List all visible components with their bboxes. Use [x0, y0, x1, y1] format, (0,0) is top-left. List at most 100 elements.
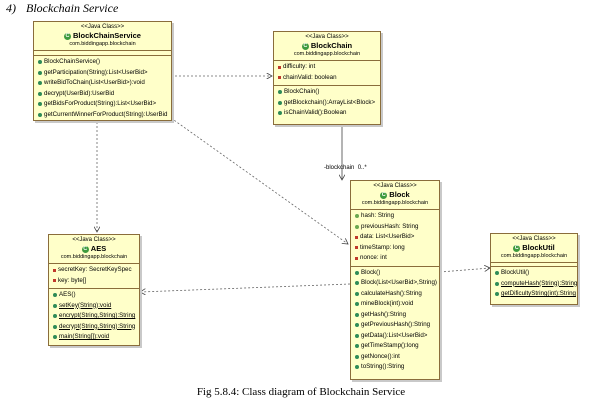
- fields-section: hash: String previousHash: String data: …: [351, 210, 439, 267]
- package-name: com.biddingapp.blockchain: [293, 51, 361, 57]
- method-icon: [495, 271, 499, 276]
- method-icon: [355, 354, 359, 359]
- private-field-icon: [278, 76, 281, 80]
- method-item[interactable]: computeHash(String):String: [491, 279, 577, 290]
- method-item[interactable]: getData():List<UserBid>: [351, 331, 439, 342]
- methods-section: BlockChain() getBlockchain():ArrayList<B…: [274, 86, 380, 121]
- field-item[interactable]: chainValid: boolean: [274, 73, 380, 84]
- class-icon: C: [301, 42, 309, 50]
- package-name: com.biddingapp.blockchain: [69, 41, 136, 47]
- method-icon: [38, 70, 42, 75]
- field-item[interactable]: key: byte[]: [49, 276, 139, 287]
- static-field-icon: [53, 268, 56, 272]
- package-name: com.biddingapp.blockchain: [500, 253, 568, 259]
- field-item[interactable]: difficulty: int: [274, 62, 380, 73]
- method-item[interactable]: Block(): [351, 268, 439, 279]
- method-icon: [278, 100, 282, 105]
- method-icon: [355, 291, 359, 296]
- method-item[interactable]: BlockUtil(): [491, 268, 577, 279]
- section-number: 4): [6, 1, 16, 15]
- stereotype: <<Java Class>>: [72, 237, 116, 243]
- method-icon: [355, 365, 359, 370]
- dep-block-util: [439, 268, 490, 273]
- method-item[interactable]: getBidsForProduct(String):List<UserBid>: [34, 99, 171, 110]
- method-item[interactable]: decrypt(String,String):String: [49, 322, 139, 333]
- method-icon: [355, 323, 359, 328]
- static-method-icon: [53, 303, 57, 308]
- field-item[interactable]: previousHash: String: [351, 222, 439, 233]
- method-item[interactable]: AES(): [49, 290, 139, 301]
- method-item[interactable]: getBlockchain():ArrayList<Block>: [274, 98, 380, 109]
- method-icon: [38, 112, 42, 117]
- class-icon: C: [513, 244, 521, 252]
- method-item[interactable]: encrypt(String,String):String: [49, 311, 139, 322]
- field-item[interactable]: timeStamp: long: [351, 243, 439, 254]
- field-item[interactable]: nonce: int: [351, 253, 439, 264]
- methods-section: BlockUtil() computeHash(String):String g…: [491, 267, 577, 302]
- class-name: BlockChain: [310, 41, 353, 50]
- method-item[interactable]: getDificultyString(int):String: [491, 289, 577, 300]
- assoc-multiplicity: 0..*: [357, 165, 367, 171]
- method-item[interactable]: Block(List<UserBid>,String): [351, 278, 439, 289]
- section-title: Blockchain Service: [26, 1, 119, 15]
- package-name: com.biddingapp.blockchain: [361, 200, 429, 206]
- static-method-icon: [53, 335, 57, 340]
- method-item[interactable]: setKey(String):void: [49, 301, 139, 312]
- method-item[interactable]: decrypt(UserBid):UserBid: [34, 89, 171, 100]
- class-icon: C: [380, 191, 388, 199]
- method-icon: [38, 81, 42, 86]
- method-icon: [278, 111, 282, 116]
- method-item[interactable]: getTimeStamp():long: [351, 341, 439, 352]
- package-name: com.biddingapp.blockchain: [60, 254, 128, 260]
- private-field-icon: [355, 235, 358, 239]
- method-icon: [355, 270, 359, 275]
- method-item[interactable]: writeBidToChain(List<UserBid>):void: [34, 78, 171, 89]
- field-item[interactable]: data: List<UserBid>: [351, 232, 439, 243]
- method-icon: [53, 293, 57, 298]
- assoc-label: -blockchain 0..*: [324, 165, 367, 171]
- methods-section: BlockChainService() getParticipation(Str…: [34, 56, 171, 122]
- method-item[interactable]: toString():String: [351, 362, 439, 373]
- private-field-icon: [355, 256, 358, 260]
- method-item[interactable]: isChainValid():Boolean: [274, 108, 380, 119]
- class-name: BlockUtil: [522, 243, 555, 252]
- method-item[interactable]: BlockChain(): [274, 87, 380, 98]
- method-item[interactable]: getPreviousHash():String: [351, 320, 439, 331]
- stereotype: <<Java Class>>: [373, 183, 417, 189]
- public-field-icon: [355, 224, 359, 229]
- method-item[interactable]: getCurrentWinnerForProduct(String):UserB…: [34, 110, 171, 121]
- class-name: BlockChainService: [73, 31, 141, 40]
- method-icon: [355, 333, 359, 338]
- section-heading: 4) Blockchain Service: [6, 1, 118, 16]
- method-item[interactable]: getParticipation(String):List<UserBid>: [34, 68, 171, 79]
- fields-section: difficulty: int chainValid: boolean: [274, 61, 380, 86]
- method-item[interactable]: getHash():String: [351, 310, 439, 321]
- public-field-icon: [355, 214, 359, 219]
- method-icon: [38, 102, 42, 107]
- static-field-icon: [53, 279, 56, 283]
- method-icon: [38, 91, 42, 96]
- stereotype: <<Java Class>>: [80, 24, 125, 30]
- method-item[interactable]: BlockChainService(): [34, 57, 171, 68]
- field-item[interactable]: hash: String: [351, 211, 439, 222]
- fields-section: [491, 263, 577, 267]
- method-item[interactable]: calculateHash():String: [351, 289, 439, 300]
- dep-service-block: [170, 117, 348, 244]
- stereotype: <<Java Class>>: [512, 236, 556, 242]
- field-item[interactable]: secretKey: SecretKeySpec: [49, 265, 139, 276]
- method-item[interactable]: main(String[]):void: [49, 332, 139, 343]
- static-method-icon: [495, 292, 499, 297]
- static-method-icon: [53, 324, 57, 329]
- static-method-icon: [495, 281, 499, 286]
- fields-section: [34, 51, 171, 56]
- method-item[interactable]: getNonce():int: [351, 352, 439, 363]
- method-item[interactable]: mineBlock(int):void: [351, 299, 439, 310]
- methods-section: AES() setKey(String):void encrypt(String…: [49, 289, 139, 345]
- fields-section: secretKey: SecretKeySpec key: byte[]: [49, 264, 139, 289]
- method-icon: [355, 344, 359, 349]
